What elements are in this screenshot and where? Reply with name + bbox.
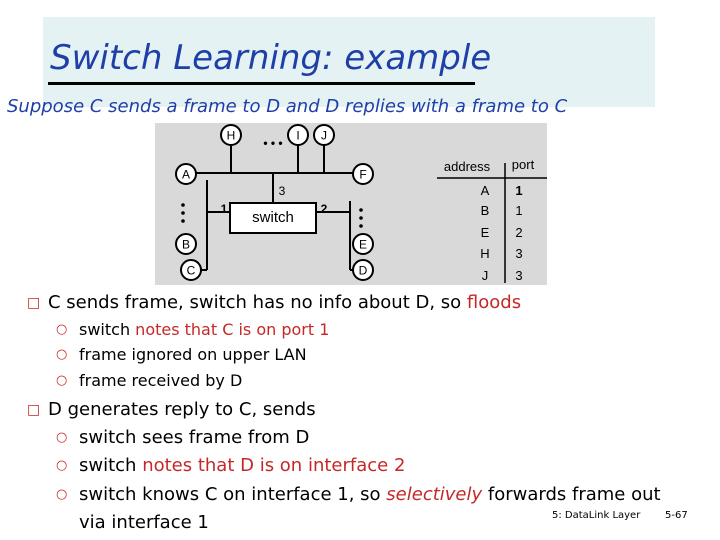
port-label-1: 1: [221, 202, 228, 216]
table-cell-port: 1: [515, 203, 522, 218]
node-label: C: [187, 264, 196, 278]
top-ellipsis: • • •: [263, 136, 282, 150]
table-cell-port: 3: [515, 246, 522, 261]
sub-bullet-item: frame received by D: [79, 371, 242, 390]
table-cell-port: 3: [515, 268, 522, 283]
text-run: selectively: [386, 484, 483, 505]
node-label: J: [321, 129, 327, 143]
node-label: E: [359, 238, 367, 252]
sub-bullet-item: switch notes that D is on interface 2: [79, 455, 405, 476]
footer-chapter: 5: DataLink Layer: [552, 510, 641, 521]
switch-box: [229, 202, 317, 234]
right-ellipsis: [359, 208, 363, 228]
bullet-marker-icon: □: [27, 295, 41, 311]
slide-title: Switch Learning: example: [50, 38, 492, 78]
node-circle: [352, 259, 374, 281]
title-band: [43, 17, 655, 107]
text-run: frame ignored on upper LAN: [79, 345, 307, 364]
sub-bullet-marker-icon: ○: [56, 322, 68, 337]
table-cell-address: E: [481, 225, 490, 240]
table-cell-port: 1: [515, 183, 522, 198]
node-circle: [220, 124, 242, 146]
node-circle: [180, 259, 202, 281]
text-run: floods: [466, 292, 522, 313]
sub-bullet-item: switch knows C on interface 1, so select…: [79, 484, 661, 505]
node-i: I: [287, 124, 309, 146]
sub-bullet-marker-icon: ○: [56, 373, 68, 388]
bullet-item: D generates reply to C, sends: [48, 399, 316, 420]
table-header-port: port: [512, 157, 535, 172]
table-cell-address: H: [480, 246, 489, 261]
node-f: F: [352, 163, 374, 185]
node-c: C: [180, 259, 202, 281]
table-cell-port: 2: [515, 225, 522, 240]
port-label-2: 2: [321, 202, 328, 216]
left-ellipsis: [181, 203, 185, 223]
sub-bullet-item: switch sees frame from D: [79, 427, 309, 448]
node-circle: [175, 163, 197, 185]
slide-subtitle: Suppose C sends a frame to D and D repli…: [7, 96, 568, 117]
node-j: J: [313, 124, 335, 146]
table-cell-address: J: [482, 268, 489, 283]
switch-label: switch: [252, 209, 294, 226]
footer-page-number: 5-67: [665, 510, 688, 521]
text-run: D generates reply to C, sends: [48, 399, 316, 420]
text-run: C sends frame, switch has no info about …: [48, 292, 467, 313]
text-run: notes that D is on interface 2: [142, 455, 406, 476]
sub-bullet-marker-icon: ○: [56, 347, 68, 362]
title-underline: [48, 82, 475, 85]
sub-bullet-item: frame ignored on upper LAN: [79, 345, 307, 364]
node-label: A: [182, 168, 190, 182]
text-run: forwards frame out: [482, 484, 661, 505]
node-e: E: [352, 233, 374, 255]
text-run: switch: [79, 320, 136, 339]
sub-bullet-item: via interface 1: [79, 512, 209, 533]
node-label: B: [182, 238, 190, 252]
sub-bullet-marker-icon: ○: [56, 458, 68, 473]
table-header-address: address: [444, 159, 491, 174]
text-run: switch sees frame from D: [79, 427, 310, 448]
node-h: H: [220, 124, 242, 146]
node-label: D: [359, 264, 368, 278]
table-cell-address: A: [481, 183, 490, 198]
text-run: switch: [79, 455, 143, 476]
node-d: D: [352, 259, 374, 281]
text-run: via interface 1: [79, 512, 209, 533]
node-label: I: [296, 129, 299, 143]
sub-bullet-item: switch notes that C is on port 1: [79, 320, 329, 339]
bullet-item: C sends frame, switch has no info about …: [48, 292, 521, 313]
table-cell-address: B: [481, 203, 490, 218]
host-nodes: H I J A F B E C D: [175, 124, 374, 281]
node-b: B: [175, 233, 197, 255]
sub-bullet-marker-icon: ○: [56, 487, 68, 502]
node-label: F: [359, 168, 366, 182]
text-run: frame received by D: [79, 371, 243, 390]
node-circle: [352, 233, 374, 255]
node-label: H: [227, 129, 236, 143]
port-label-3: 3: [279, 184, 286, 198]
text-run: notes that C is on port 1: [135, 320, 330, 339]
node-circle: [175, 233, 197, 255]
node-circle: [287, 124, 309, 146]
node-circle: [352, 163, 374, 185]
text-run: switch knows C on interface 1, so: [79, 484, 387, 505]
bullet-marker-icon: □: [27, 402, 41, 418]
sub-bullet-marker-icon: ○: [56, 430, 68, 445]
node-a: A: [175, 163, 197, 185]
node-circle: [313, 124, 335, 146]
